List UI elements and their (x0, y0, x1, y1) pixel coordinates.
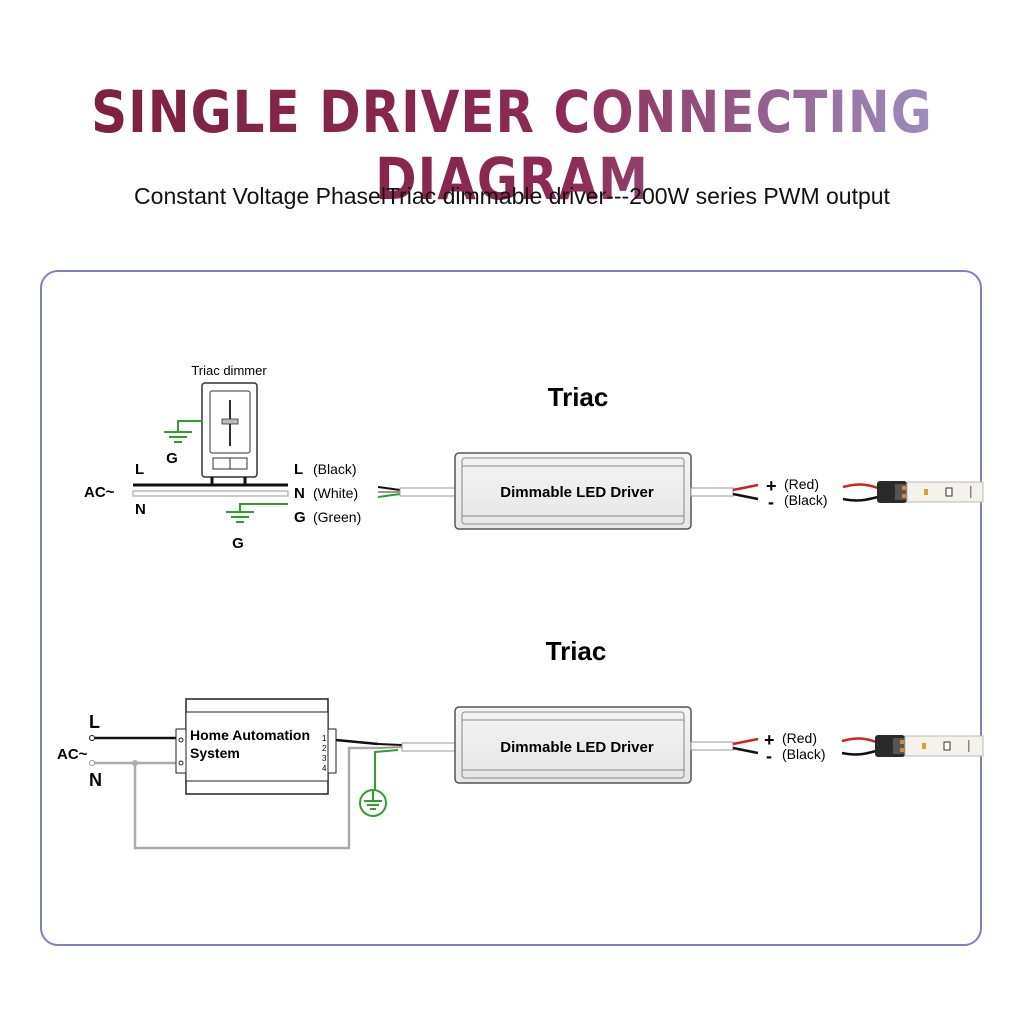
bottom-heading: Triac (546, 636, 607, 666)
out-minus-bottom: - (766, 746, 772, 766)
out-minus-color-bottom: (Black) (782, 746, 826, 762)
neutral-label-top: N (135, 501, 146, 518)
driver-label-bottom: Dimmable LED Driver (500, 739, 654, 756)
wire-l-color: (Black) (313, 461, 357, 477)
ac-label-bottom: AC~ (57, 746, 88, 763)
bottom-diagram: Triac L AC~ N Home Automation System 1 2… (57, 636, 984, 850)
ground-bottom-label: G (232, 535, 244, 552)
ground-icon (164, 420, 202, 443)
terminal-4: 4 (322, 764, 327, 773)
out-plus-top: + (766, 476, 777, 496)
ground-icon (359, 749, 399, 817)
automation-label-1: Home Automation (190, 727, 310, 743)
out-plus-bottom: + (764, 730, 775, 750)
wire-g-label: G (294, 509, 306, 526)
wire-n-label: N (294, 485, 305, 502)
top-heading: Triac (548, 382, 609, 412)
out-plus-color-bottom: (Red) (782, 730, 817, 746)
driver-label-top: Dimmable LED Driver (500, 484, 654, 501)
top-diagram: Triac Triac dimmer G AC~ L N (84, 363, 984, 552)
automation-label-2: System (190, 745, 240, 761)
led-strip-connector-top (842, 481, 907, 503)
terminal-3: 3 (322, 754, 327, 763)
driver-input-wires-top (377, 486, 463, 498)
triac-dimmer-label: Triac dimmer (191, 363, 267, 378)
diagram-frame (40, 270, 982, 946)
out-minus-color-top: (Black) (784, 492, 828, 508)
neutral-wire (132, 490, 289, 497)
out-plus-color-top: (Red) (784, 476, 819, 492)
page-subtitle: Constant Voltage PhaselTriac dimmable dr… (134, 183, 890, 209)
terminal-2: 2 (322, 744, 327, 753)
neutral-label-bottom: N (89, 770, 102, 790)
wire-n-color: (White) (313, 485, 358, 501)
terminal-1: 1 (322, 734, 327, 743)
driver-output-wires-bottom (690, 737, 759, 755)
ground-icon (226, 503, 288, 523)
ac-wires-bottom (89, 735, 378, 850)
line-wire (133, 477, 288, 487)
dimmed-line-wire (335, 738, 379, 746)
led-strip-top (906, 481, 984, 503)
line-label-bottom: L (89, 712, 100, 732)
driver-input-wires-bottom (377, 742, 463, 752)
out-minus-top: - (768, 492, 774, 512)
page-title: SINGLE DRIVER CONNECTING DIAGRAM (0, 79, 1024, 212)
driver-output-wires-top (690, 483, 759, 501)
line-label-top: L (135, 461, 144, 478)
ac-label-top: AC~ (84, 484, 115, 501)
wire-g-color: (Green) (313, 509, 361, 525)
led-strip-bottom (904, 735, 984, 757)
led-strip-connector-bottom (841, 735, 905, 757)
wire-l-label: L (294, 461, 303, 478)
ground-top-label: G (166, 450, 178, 467)
led-driver-bottom (454, 706, 692, 784)
home-automation-box (175, 698, 337, 795)
triac-dimmer-device (201, 382, 258, 478)
